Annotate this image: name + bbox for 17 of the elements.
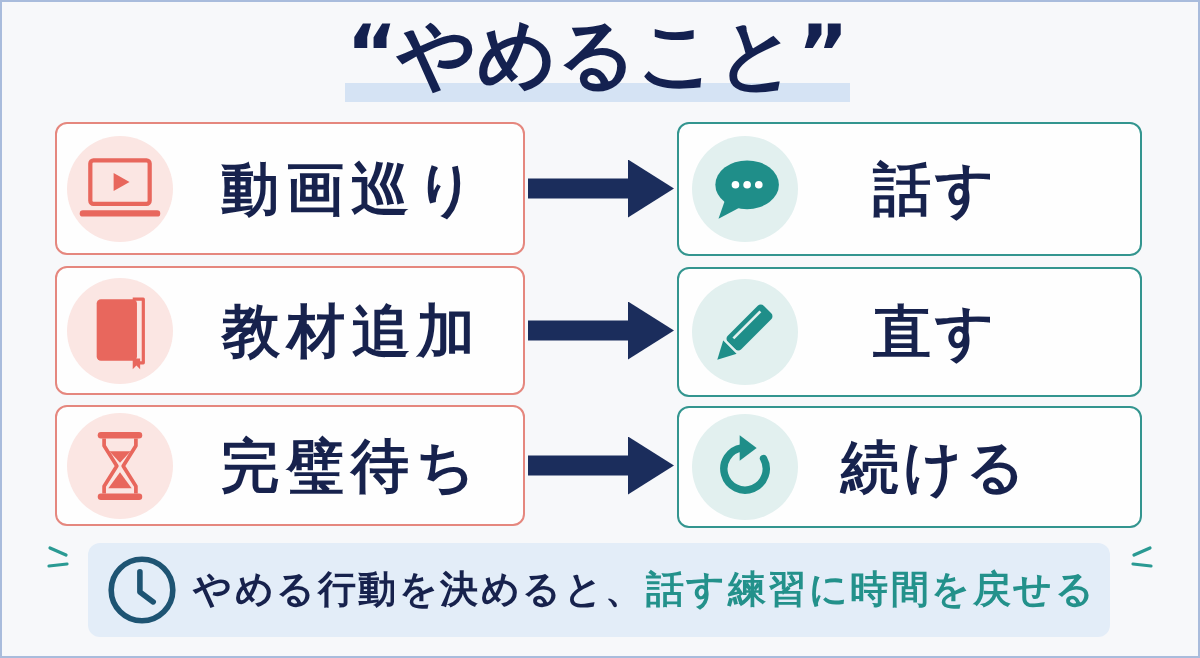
arrow: [528, 159, 674, 218]
item-card: [55, 405, 525, 526]
arrow: [528, 436, 674, 495]
item-label: 完璧待ち: [221, 432, 482, 499]
arrow: [528, 301, 674, 360]
item-card: [55, 122, 525, 255]
item-label: 直す: [872, 298, 998, 366]
item-label: 続ける: [841, 433, 1029, 501]
item-label: 話す: [872, 155, 998, 223]
message-text: やめる行動を決めると、話す練習に時間を戻せる: [193, 567, 1096, 613]
item-card: [677, 122, 1142, 256]
item-card: [677, 267, 1142, 397]
item-card: [677, 406, 1142, 528]
item-card: [55, 266, 525, 395]
message-banner: [88, 543, 1110, 637]
item-label: 動画巡り: [221, 155, 482, 222]
item-label: 教材追加: [221, 297, 482, 364]
